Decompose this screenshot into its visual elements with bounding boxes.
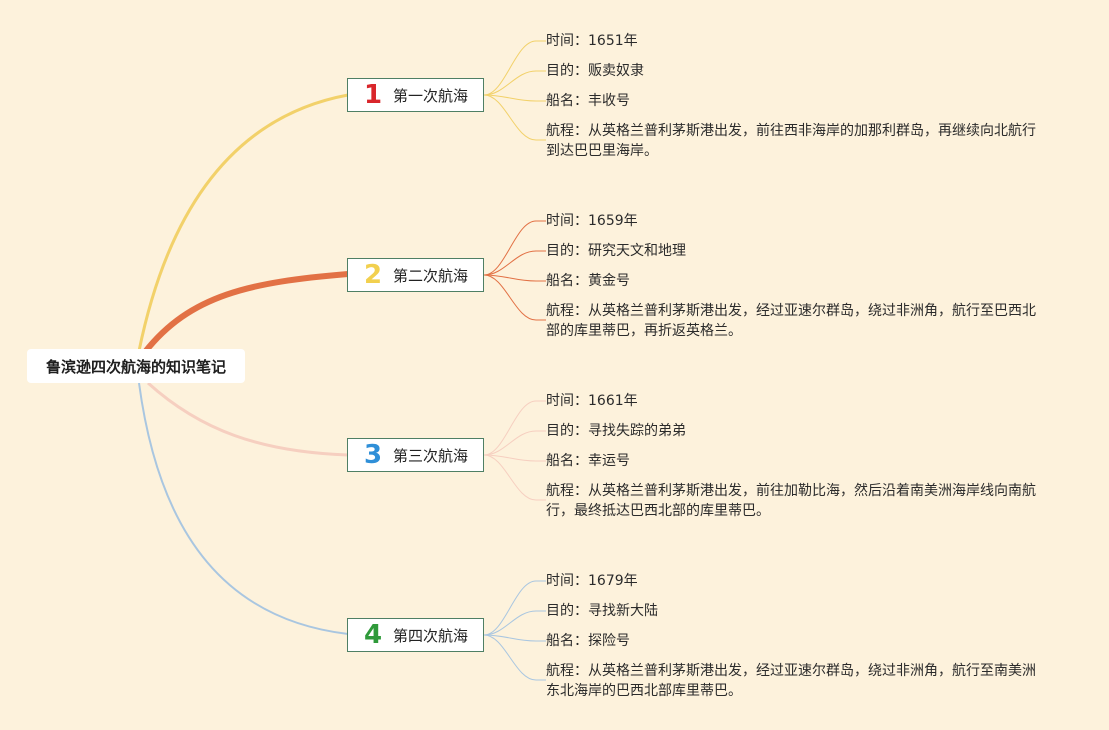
detail-value: 1651年 xyxy=(588,33,638,49)
detail-value: 寻找新大陆 xyxy=(588,603,658,619)
detail-connectors-4 xyxy=(483,580,546,681)
voyage-label: 第一次航海 xyxy=(393,86,469,105)
detail-route[interactable]: 航程从英格兰普利茅斯港出发，前往西非海岸的加那利群岛，再继续向北航行到达巴巴里海… xyxy=(546,121,1042,161)
detail-route[interactable]: 航程从英格兰普利茅斯港出发，经过亚速尔群岛，绕过非洲角，航行至南美洲东北海岸的巴… xyxy=(546,661,1042,701)
detail-key: 目的 xyxy=(546,63,588,79)
number-3-icon: 3 xyxy=(363,440,383,470)
voyage-label: 第二次航海 xyxy=(393,266,469,285)
detail-value: 从英格兰普利茅斯港出发，前往西非海岸的加那利群岛，再继续向北航行到达巴巴里海岸。 xyxy=(546,123,1036,159)
detail-value: 研究天文和地理 xyxy=(588,243,686,259)
detail-key: 时间 xyxy=(546,213,588,229)
detail-value: 黄金号 xyxy=(588,273,630,289)
detail-route[interactable]: 航程从英格兰普利茅斯港出发，经过亚速尔群岛，绕过非洲角，航行至巴西北部的库里蒂巴… xyxy=(546,301,1042,341)
detail-connectors-2 xyxy=(483,220,546,321)
number-4-icon: 4 xyxy=(363,620,383,650)
number-1-icon: 1 xyxy=(363,80,383,110)
detail-value: 从英格兰普利茅斯港出发，前往加勒比海，然后沿着南美洲海岸线向南航行，最终抵达巴西… xyxy=(546,483,1036,519)
detail-key: 船名 xyxy=(546,633,588,649)
detail-time[interactable]: 时间1651年 xyxy=(546,31,1046,51)
detail-purpose[interactable]: 目的寻找失踪的弟弟 xyxy=(546,421,1046,441)
voyage-node-1[interactable]: 1 第一次航海 xyxy=(347,78,484,112)
detail-route[interactable]: 航程从英格兰普利茅斯港出发，前往加勒比海，然后沿着南美洲海岸线向南航行，最终抵达… xyxy=(546,481,1042,521)
detail-key: 时间 xyxy=(546,33,588,49)
detail-time[interactable]: 时间1661年 xyxy=(546,391,1046,411)
branch-connector-4 xyxy=(138,382,349,635)
root-topic[interactable]: 鲁滨逊四次航海的知识笔记 xyxy=(27,349,245,383)
detail-value: 丰收号 xyxy=(588,93,630,109)
detail-ship-name[interactable]: 船名黄金号 xyxy=(546,271,1046,291)
detail-purpose[interactable]: 目的贩卖奴隶 xyxy=(546,61,1046,81)
detail-value: 幸运号 xyxy=(588,453,630,469)
detail-key: 目的 xyxy=(546,603,588,619)
voyage-node-2[interactable]: 2 第二次航海 xyxy=(347,258,484,292)
detail-ship-name[interactable]: 船名探险号 xyxy=(546,631,1046,651)
detail-value: 1679年 xyxy=(588,573,638,589)
detail-key: 目的 xyxy=(546,423,588,439)
branch-connector-3 xyxy=(146,381,349,457)
detail-key: 航程 xyxy=(546,483,588,499)
detail-purpose[interactable]: 目的研究天文和地理 xyxy=(546,241,1046,261)
detail-time[interactable]: 时间1679年 xyxy=(546,571,1046,591)
detail-key: 目的 xyxy=(546,243,588,259)
detail-ship-name[interactable]: 船名丰收号 xyxy=(546,91,1046,111)
detail-time[interactable]: 时间1659年 xyxy=(546,211,1046,231)
voyage-node-3[interactable]: 3 第三次航海 xyxy=(347,438,484,472)
detail-key: 时间 xyxy=(546,573,588,589)
detail-key: 船名 xyxy=(546,273,588,289)
detail-value: 贩卖奴隶 xyxy=(588,63,644,79)
detail-key: 船名 xyxy=(546,93,588,109)
detail-key: 船名 xyxy=(546,453,588,469)
detail-value: 1659年 xyxy=(588,213,638,229)
voyage-label: 第三次航海 xyxy=(393,446,469,465)
detail-purpose[interactable]: 目的寻找新大陆 xyxy=(546,601,1046,621)
branch-connector-2 xyxy=(142,271,349,354)
detail-value: 寻找失踪的弟弟 xyxy=(588,423,686,439)
number-2-icon: 2 xyxy=(363,260,383,290)
detail-key: 航程 xyxy=(546,663,588,679)
voyage-node-4[interactable]: 4 第四次航海 xyxy=(347,618,484,652)
detail-value: 1661年 xyxy=(588,393,638,409)
detail-key: 航程 xyxy=(546,303,588,319)
detail-value: 探险号 xyxy=(588,633,630,649)
branch-connector-1 xyxy=(137,93,349,352)
detail-key: 航程 xyxy=(546,123,588,139)
detail-value: 从英格兰普利茅斯港出发，经过亚速尔群岛，绕过非洲角，航行至巴西北部的库里蒂巴，再… xyxy=(546,303,1036,339)
detail-value: 从英格兰普利茅斯港出发，经过亚速尔群岛，绕过非洲角，航行至南美洲东北海岸的巴西北… xyxy=(546,663,1036,699)
detail-ship-name[interactable]: 船名幸运号 xyxy=(546,451,1046,471)
detail-key: 时间 xyxy=(546,393,588,409)
detail-connectors-1 xyxy=(483,40,546,141)
detail-connectors-3 xyxy=(483,400,546,501)
voyage-label: 第四次航海 xyxy=(393,626,469,645)
